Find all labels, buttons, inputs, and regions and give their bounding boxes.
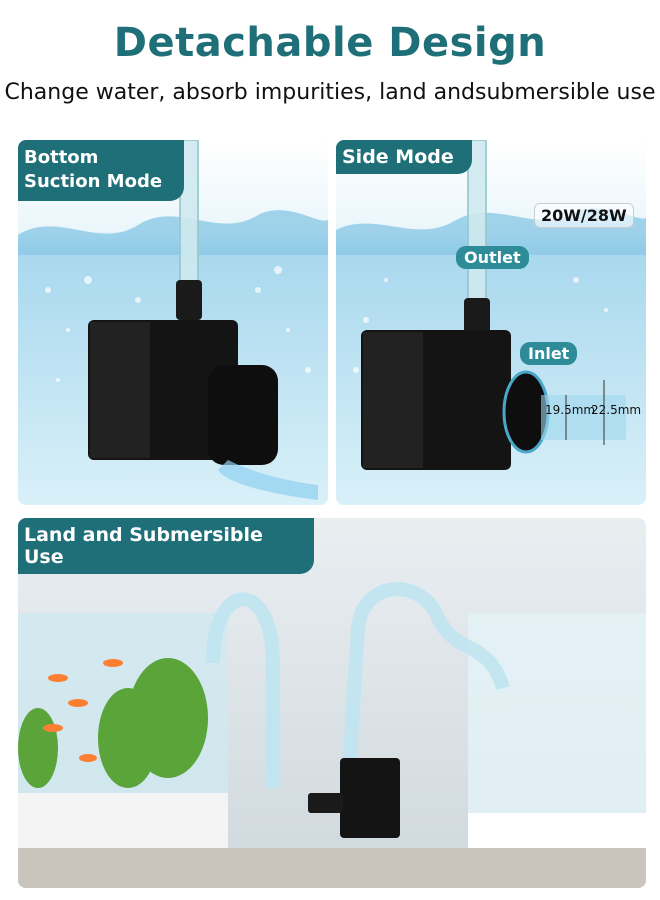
- power-badge: 20W/28W: [534, 203, 634, 228]
- inlet-label: Inlet: [520, 342, 578, 365]
- bottom-suction-illustration: [18, 140, 328, 505]
- table-surface: [18, 848, 646, 888]
- pump-inlet: [308, 793, 343, 813]
- bottom-suction-panel: Bottom Suction Mode: [18, 140, 328, 505]
- page-subtitle: Change water, absorb impurities, land an…: [4, 80, 656, 105]
- bubbles: [45, 266, 311, 382]
- side-mode-label: Side Mode: [336, 140, 472, 174]
- side-mode-panel: Side Mode 20W/28W Outlet Inlet 19.5mm 22…: [336, 140, 646, 505]
- small-pump: [340, 758, 400, 838]
- side-mode-illustration: [336, 140, 646, 505]
- dim-inner-label: 19.5mm: [545, 403, 596, 417]
- suction-cover: [208, 365, 278, 465]
- right-tank-gravel: [468, 813, 646, 848]
- water-surface: [18, 210, 328, 255]
- bottom-suction-label: Bottom Suction Mode: [18, 140, 184, 201]
- inlet-flow: [541, 395, 626, 440]
- land-submersible-illustration: [18, 518, 646, 888]
- land-submersible-panel: Land and Submersible Use: [18, 518, 646, 888]
- aquarium-plants: [18, 658, 208, 788]
- land-submersible-label: Land and Submersible Use: [18, 518, 314, 574]
- left-tank-sand: [18, 793, 228, 848]
- water-flow: [218, 460, 318, 500]
- dim-outer-label: 22.5mm: [591, 403, 642, 417]
- page-title: Detachable Design: [113, 20, 547, 66]
- fish: [43, 659, 123, 762]
- outlet-label: Outlet: [456, 246, 529, 269]
- outlet-nozzle: [176, 280, 202, 320]
- right-tube: [341, 582, 510, 789]
- outlet-nozzle: [464, 298, 490, 340]
- left-tube: [206, 592, 280, 788]
